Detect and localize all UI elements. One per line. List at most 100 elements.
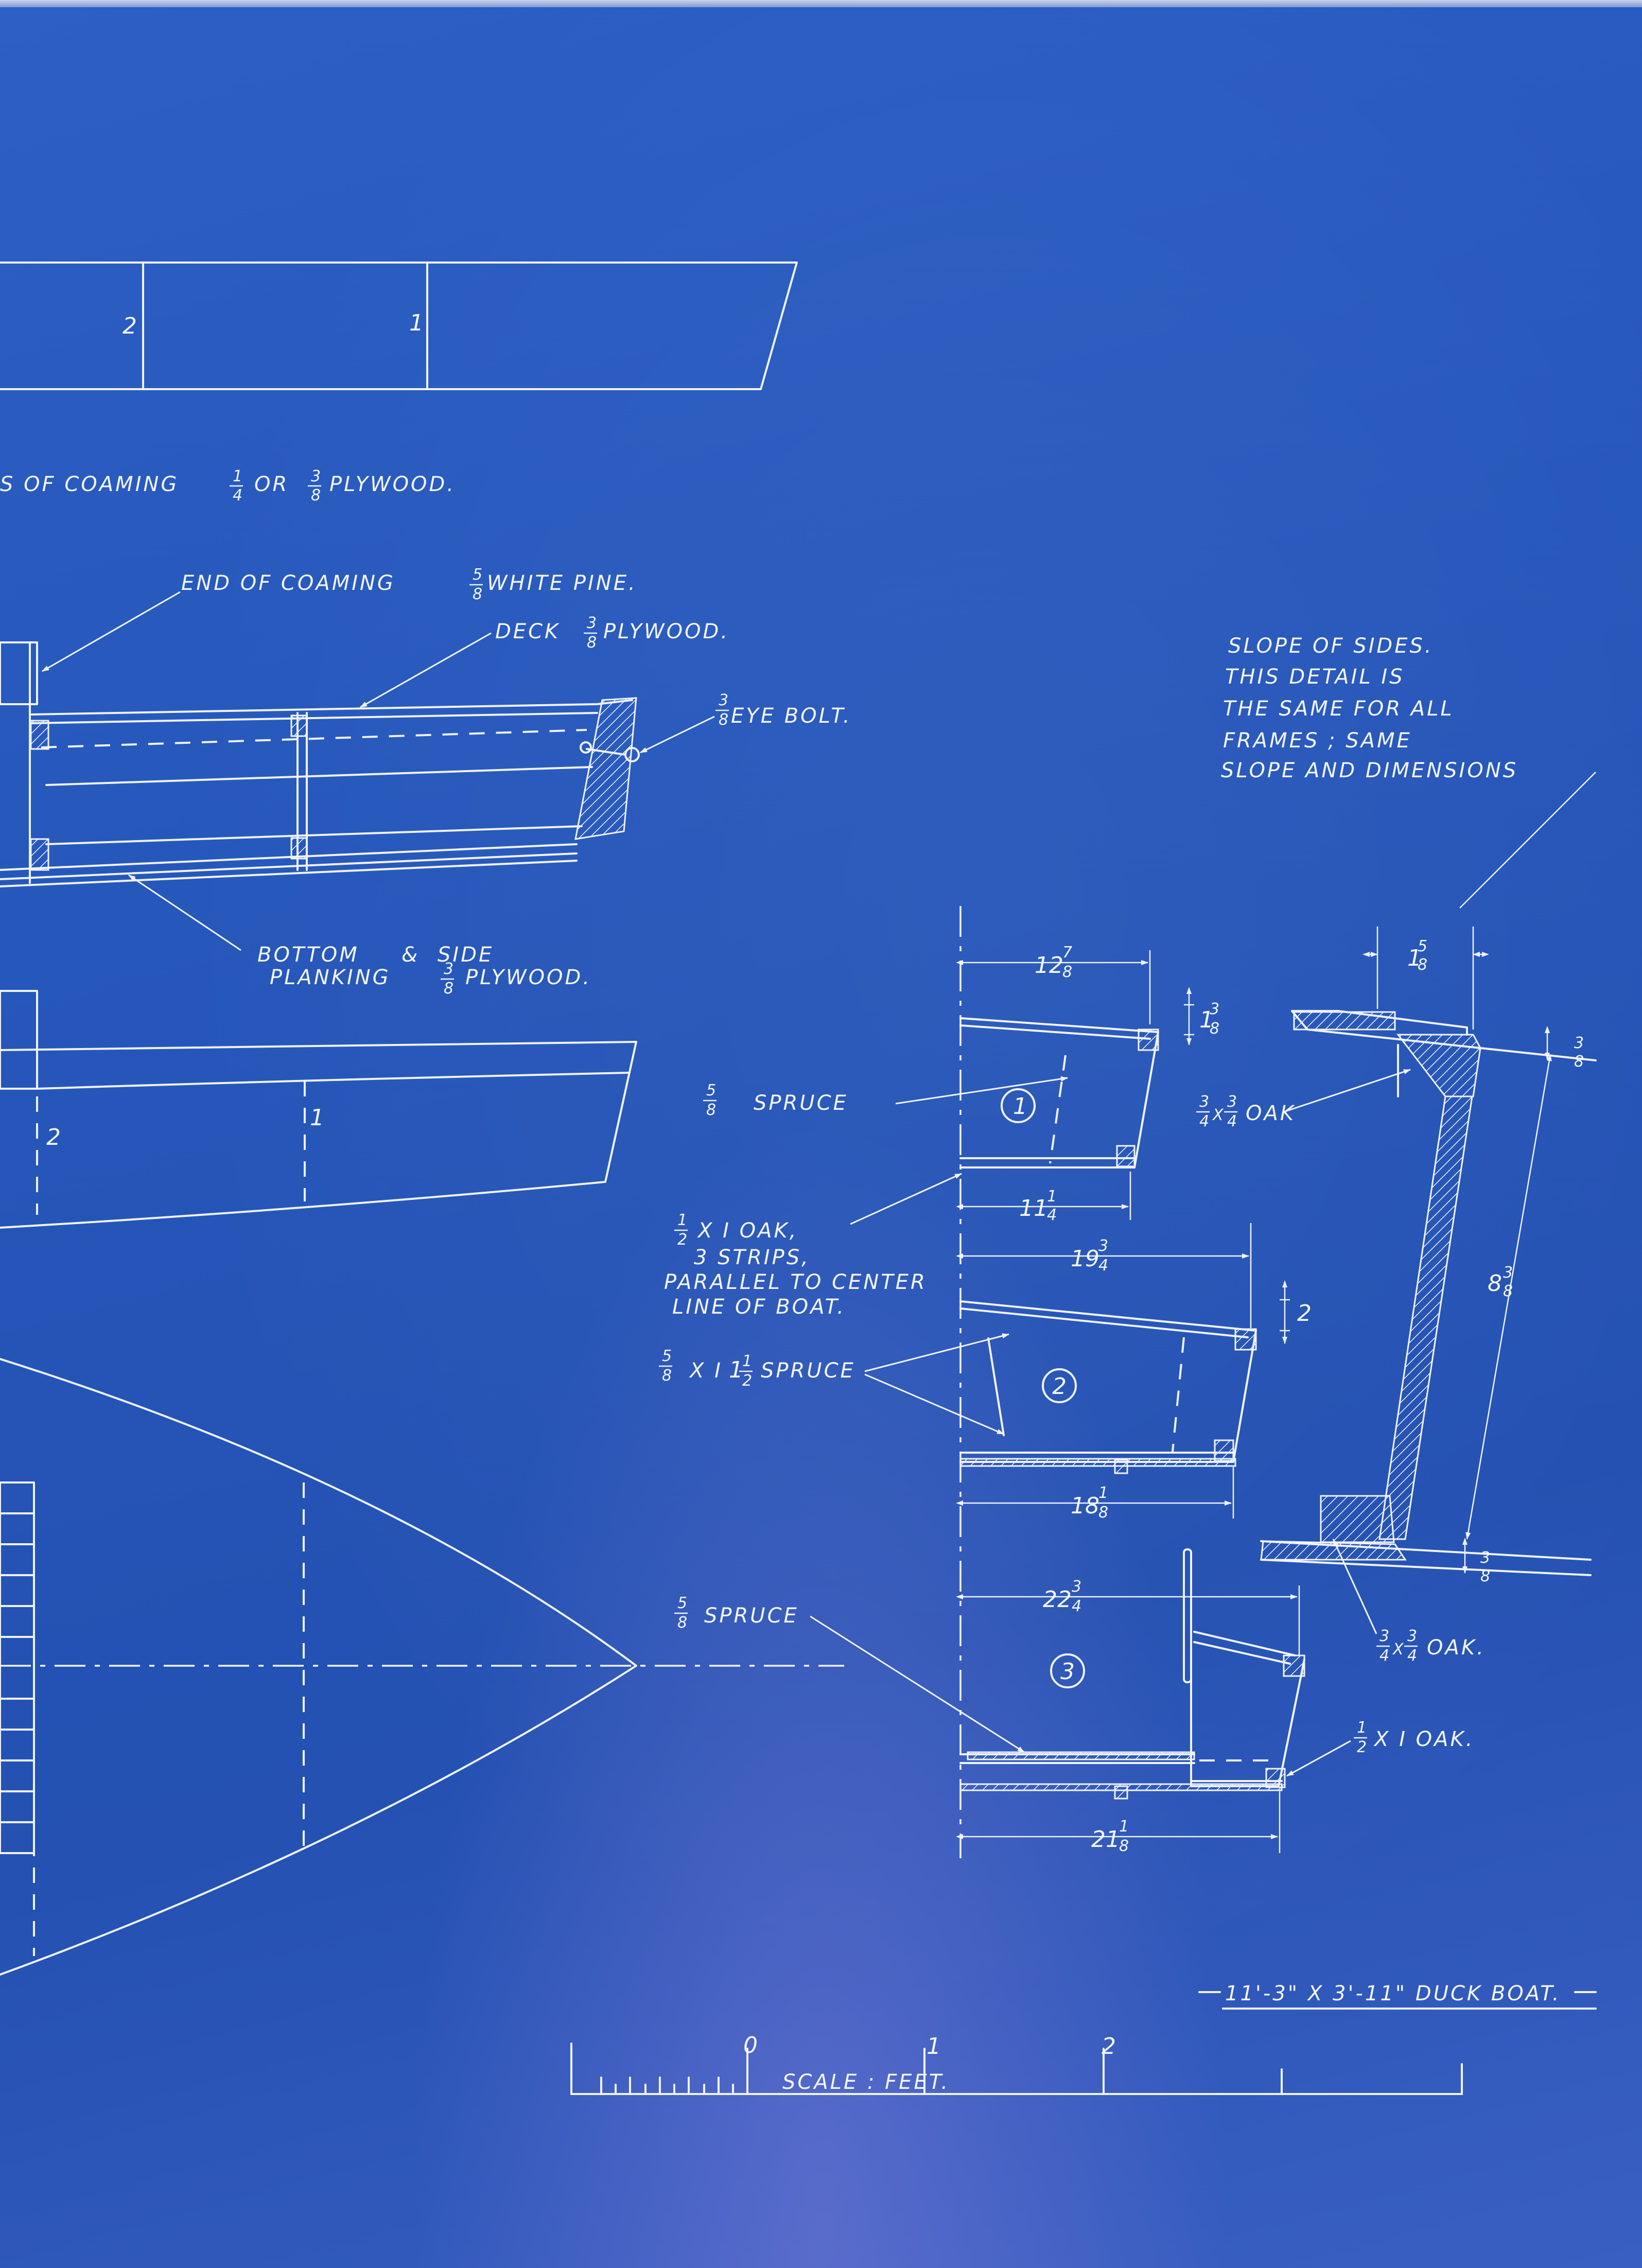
svg-text:8: 8 — [1480, 1567, 1490, 1585]
svg-text:8: 8 — [587, 634, 597, 652]
eye-bolt-label: EYE BOLT. — [731, 704, 852, 728]
bottom-plan — [0, 1358, 844, 1976]
side-elevation: 2 1 — [0, 990, 637, 1229]
scale-tick-0: 0 — [743, 2032, 758, 2058]
frame-3-number: 3 — [1060, 1659, 1075, 1685]
svg-text:8: 8 — [311, 486, 321, 504]
frame-2-detail: 2 19 3 4 2 18 1 8 — [956, 1223, 1312, 1522]
f1-rise: 1 — [1199, 1007, 1214, 1033]
slope-note-line-2: THIS DETAIL IS — [1225, 665, 1405, 689]
slope-note: SLOPE OF SIDES. THIS DETAIL IS THE SAME … — [1221, 634, 1516, 782]
svg-text:5: 5 — [662, 1347, 672, 1365]
f3-width: 22 — [1043, 1586, 1072, 1613]
planking-label: PLANKING — [270, 966, 391, 989]
f1-bottom: 11 — [1019, 1195, 1048, 1222]
f2-bottom: 18 — [1071, 1493, 1099, 1519]
side-station-1: 1 — [310, 1105, 324, 1131]
svg-text:4: 4 — [1407, 1647, 1417, 1665]
coaming-sides-note: S OF COAMING 1 4 OR 3 8 PLYWOOD. — [0, 467, 456, 504]
oak-bottom-note: 3 4 X 3 4 OAK. — [1332, 1539, 1486, 1665]
svg-text:3: 3 — [719, 691, 728, 709]
svg-text:4: 4 — [1227, 1112, 1237, 1130]
svg-text:5: 5 — [706, 1081, 716, 1100]
oak-half-note: 1 2 X I OAK. — [1286, 1719, 1472, 1777]
station-2-label: 2 — [123, 313, 137, 339]
svg-text:8: 8 — [662, 1367, 672, 1385]
oak-strips-note: 1 2 X I OAK, 3 STRIPS, PARALLEL TO CENTE… — [664, 1173, 962, 1319]
svg-text:4: 4 — [1098, 1257, 1108, 1275]
coaming-sides-or: OR — [254, 473, 289, 496]
svg-text:2: 2 — [742, 1372, 752, 1390]
oak-top-label: OAK — [1246, 1102, 1296, 1125]
svg-text:3: 3 — [311, 467, 321, 485]
svg-text:3: 3 — [587, 614, 597, 632]
spruce-3-note: 5 8 SPRUCE — [674, 1594, 1025, 1753]
scale-tick-2: 2 — [1102, 2033, 1116, 2060]
frame-3-detail: 3 22 3 4 21 1 8 — [956, 1548, 1305, 1855]
f1-width: 12 — [1035, 952, 1063, 979]
svg-text:3: 3 — [1407, 1627, 1417, 1645]
frame-1-detail: 1 12 7 8 1 3 8 11 1 4 — [956, 906, 1219, 1858]
svg-text:1: 1 — [742, 1352, 752, 1370]
svg-text:3: 3 — [1072, 1578, 1081, 1596]
spruce-2-note: 5 8 X I 1 1 2 SPRUCE — [659, 1333, 1009, 1435]
svg-text:1: 1 — [1119, 1818, 1129, 1836]
svg-text:1: 1 — [677, 1211, 687, 1229]
svg-text:8: 8 — [1062, 963, 1072, 981]
paper-edge — [0, 0, 1642, 7]
deck-tail: PLYWOOD. — [603, 620, 729, 643]
f3-bottom: 21 — [1091, 1826, 1120, 1853]
coaming-plan-view: 2 1 — [0, 261, 798, 390]
svg-text:3: 3 — [1574, 1034, 1584, 1052]
svg-text:8: 8 — [1119, 1837, 1129, 1855]
oak-strips-line-2: 3 STRIPS, — [694, 1246, 810, 1269]
svg-text:4: 4 — [1199, 1112, 1209, 1130]
deck-label: DECK — [495, 620, 560, 643]
svg-text:5: 5 — [1418, 937, 1427, 955]
slope-note-line-4: FRAMES ; SAME — [1223, 729, 1412, 753]
svg-text:5: 5 — [677, 1594, 687, 1612]
slope-height-dim: 8 — [1488, 1270, 1502, 1297]
svg-text:4: 4 — [1379, 1647, 1389, 1665]
svg-text:1: 1 — [233, 467, 242, 485]
svg-text:3: 3 — [1503, 1264, 1513, 1282]
f2-rise: 2 — [1297, 1300, 1312, 1327]
bottom-label: BOTTOM — [257, 943, 359, 967]
svg-text:8: 8 — [1098, 1504, 1108, 1522]
longitudinal-section — [0, 641, 640, 887]
bottom-planking-note: BOTTOM & SIDE PLANKING 3 8 PLYWOOD. — [128, 874, 589, 998]
coaming-sides-label: S OF COAMING — [0, 473, 179, 496]
svg-text:3: 3 — [444, 960, 453, 978]
svg-text:4: 4 — [1047, 1206, 1057, 1224]
oak-bottom-label: OAK. — [1427, 1636, 1486, 1660]
svg-text:8: 8 — [444, 980, 453, 998]
eye-bolt-note: 3 8 EYE BOLT. — [640, 691, 852, 754]
spruce-2-label: X I — [689, 1359, 723, 1383]
end-of-coaming-tail: WHITE PINE. — [487, 571, 637, 595]
svg-text:3: 3 — [1379, 1627, 1389, 1645]
spruce-1-note: 5 8 SPRUCE — [703, 1076, 1068, 1119]
deck-note: DECK 3 8 PLYWOOD. — [360, 614, 729, 708]
svg-text:8: 8 — [706, 1101, 716, 1119]
end-of-coaming-label: END OF COAMING — [181, 571, 395, 595]
oak-top-note: 3 4 X 3 4 OAK — [1196, 1069, 1411, 1130]
station-1-label: 1 — [409, 310, 424, 336]
scale-label: SCALE : FEET. — [782, 2070, 950, 2094]
slope-note-line-3: THE SAME FOR ALL — [1223, 697, 1454, 721]
slope-note-line-1: SLOPE OF SIDES. — [1228, 634, 1434, 658]
svg-text:3: 3 — [1098, 1237, 1108, 1255]
svg-text:8: 8 — [1503, 1282, 1513, 1300]
svg-text:1: 1 — [1098, 1484, 1108, 1502]
svg-text:7: 7 — [1062, 944, 1072, 962]
svg-text:3: 3 — [1480, 1549, 1490, 1567]
end-of-coaming-note: END OF COAMING 5 8 WHITE PINE. — [42, 566, 637, 672]
oak-strips-line-3: PARALLEL TO CENTER — [664, 1270, 927, 1294]
svg-text:1: 1 — [1357, 1719, 1367, 1737]
coaming-sides-tail: PLYWOOD. — [329, 473, 456, 496]
oak-top-x: X — [1212, 1106, 1224, 1124]
svg-text:5: 5 — [473, 566, 482, 584]
oak-strips-line-1: X I OAK, — [697, 1219, 798, 1243]
oak-bottom-x: X — [1392, 1641, 1404, 1659]
spruce-3-label: SPRUCE — [704, 1604, 799, 1628]
